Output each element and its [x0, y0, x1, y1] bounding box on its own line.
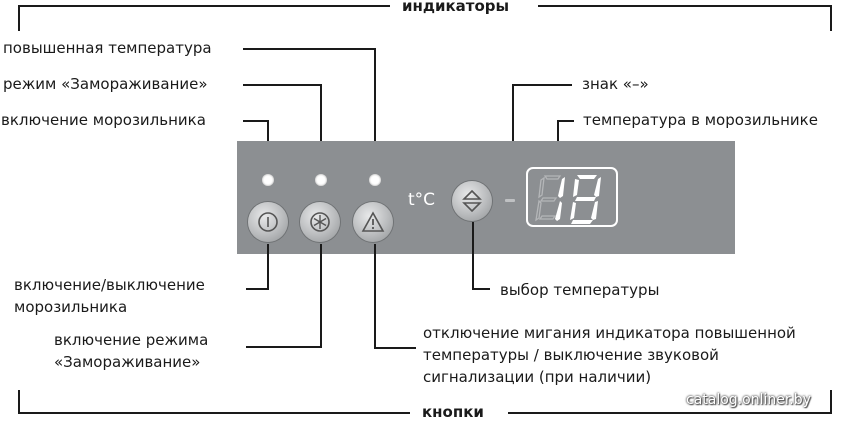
buttons-bracket-left — [18, 412, 410, 414]
leader-high-temp-h — [243, 48, 376, 50]
leader-minus-h — [512, 84, 572, 86]
buttons-bracket-right-tick — [830, 390, 832, 414]
watermark: catalog.onliner.by — [686, 392, 811, 408]
power-button[interactable] — [248, 202, 288, 242]
freeze-mode-button[interactable] — [300, 202, 340, 242]
temp-select-button[interactable] — [452, 181, 492, 221]
label-freezer-temp: температура в морозильнике — [583, 111, 818, 129]
alarm-button[interactable] — [353, 202, 393, 242]
label-minus-sign: знак «–» — [582, 75, 649, 93]
label-temp-select: выбор температуры — [500, 281, 660, 299]
snowflake-icon — [310, 212, 330, 232]
leader-onoff-v — [267, 244, 269, 290]
control-panel — [237, 141, 735, 254]
power-icon — [258, 212, 278, 232]
leader-temp-select-v — [472, 222, 474, 290]
leader-freeze-btn-h — [246, 346, 322, 348]
leader-freezer-temp-h — [557, 120, 574, 122]
up-down-arrows-icon — [462, 189, 482, 213]
leader-alarm-v — [374, 244, 376, 349]
indicators-bracket-right — [538, 5, 832, 7]
indicators-bracket-left-tick — [18, 5, 20, 31]
label-freeze-mode: режим «Замораживание» — [3, 75, 208, 93]
label-high-temp: повышенная температура — [3, 39, 212, 57]
label-onoff-1: включение/выключение — [14, 276, 205, 294]
indicators-bracket-left — [18, 5, 390, 7]
freeze-mode-indicator — [315, 174, 327, 186]
label-alarm-1: отключение мигания индикатора повышенной — [423, 324, 796, 342]
warning-triangle-icon — [361, 211, 385, 232]
temp-unit-label: t°C — [408, 190, 436, 210]
high-temp-indicator — [369, 174, 381, 186]
leader-minus-v — [512, 84, 514, 194]
indicators-heading: индикаторы — [402, 0, 510, 15]
label-freeze-on-2: «Замораживание» — [54, 353, 201, 371]
buttons-bracket-left-tick — [18, 390, 20, 414]
indicators-bracket-right-tick — [830, 5, 832, 31]
temperature-display — [526, 167, 618, 227]
leader-temp-select-h — [472, 288, 490, 290]
leader-onoff-h — [246, 288, 269, 290]
label-freeze-on-1: включение режима — [54, 331, 209, 349]
label-alarm-2: температуры / выключение звуковой — [423, 346, 719, 364]
buttons-bracket-right — [508, 412, 832, 414]
label-freezer-on: включение морозильника — [1, 111, 206, 129]
label-onoff-2: морозильника — [14, 298, 128, 316]
leader-high-temp-v — [374, 48, 376, 168]
leader-freeze-btn-v — [320, 244, 322, 348]
leader-alarm-h — [374, 347, 416, 349]
freezer-on-indicator — [262, 174, 274, 186]
leader-freeze-mode-h — [243, 84, 322, 86]
buttons-heading: кнопки — [422, 403, 484, 421]
label-alarm-3: сигнализации (при наличии) — [423, 368, 652, 386]
leader-freeze-mode-v — [320, 84, 322, 168]
minus-sign-segment — [505, 199, 515, 202]
leader-freezer-on-h — [243, 120, 269, 122]
